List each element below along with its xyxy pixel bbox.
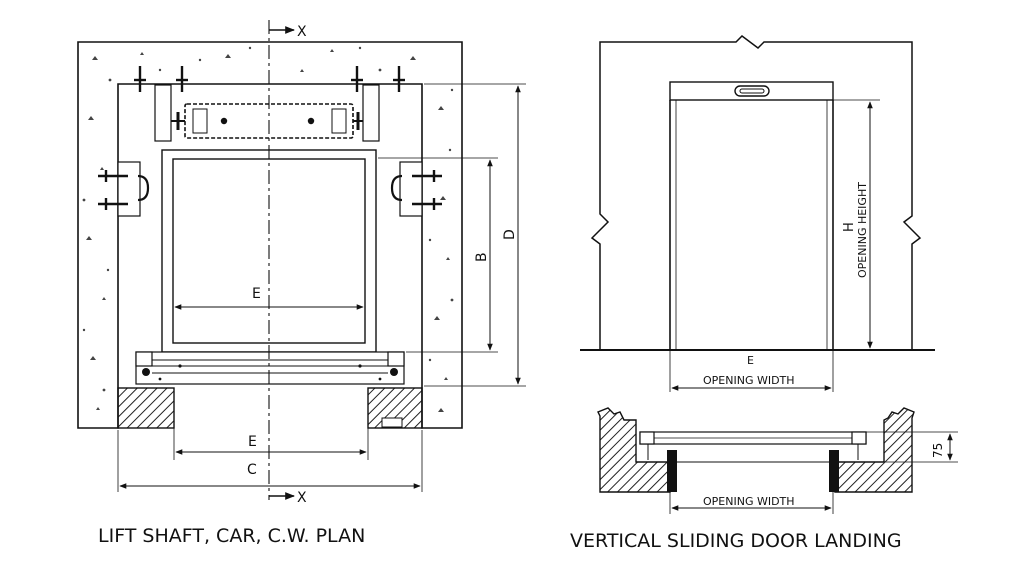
dim-b-label: B <box>474 252 490 262</box>
door-section-track <box>639 431 867 463</box>
floor-box-small <box>381 417 403 428</box>
door-jamb-block-right <box>829 450 839 492</box>
dim-e-inner-label: E <box>252 286 261 302</box>
section-depth-value: 75 <box>931 443 945 458</box>
car-door-sill <box>135 351 405 385</box>
section-wall-right <box>834 407 915 493</box>
dim-c-label: C <box>247 462 257 478</box>
door-jamb-left <box>117 387 175 429</box>
landing-wall-outline <box>590 35 922 350</box>
section-mark-top: X <box>297 24 307 40</box>
car-rail-bracket-left <box>98 161 150 217</box>
dim-e-outer-label: E <box>248 434 257 450</box>
door-caption: VERTICAL SLIDING DOOR LANDING <box>570 530 902 552</box>
counterweight-frame <box>154 84 380 142</box>
counterweight-bolt <box>220 117 228 125</box>
anchor-bolts-top <box>134 66 405 92</box>
opening-height-letter: H <box>842 222 857 232</box>
opening-height-label: OPENING HEIGHT <box>856 182 869 278</box>
door-jamb-block-left <box>667 450 677 492</box>
plan-caption: LIFT SHAFT, CAR, C.W. PLAN <box>98 525 365 547</box>
door-section: 75 OPENING WIDTH VERTICAL SLIDING DOOR L… <box>570 407 958 552</box>
shaft-concrete-wall <box>77 41 463 429</box>
door-elevation: H OPENING HEIGHT E OPENING WIDTH <box>580 35 935 392</box>
section-mark-bottom: X <box>297 490 307 506</box>
dim-d-label: D <box>502 229 518 240</box>
section-opening-width-label: OPENING WIDTH <box>703 495 795 508</box>
opening-width-label: OPENING WIDTH <box>703 374 795 387</box>
section-wall-left <box>597 407 671 493</box>
car-rail-bracket-right <box>390 161 442 217</box>
concrete-aggregate <box>82 46 454 412</box>
opening-width-letter: E <box>747 354 754 367</box>
counterweight-bolt <box>307 117 315 125</box>
lift-shaft-plan: X X E E C B D LIFT SHAFT, CAR, C.W. PLAN <box>77 20 526 547</box>
